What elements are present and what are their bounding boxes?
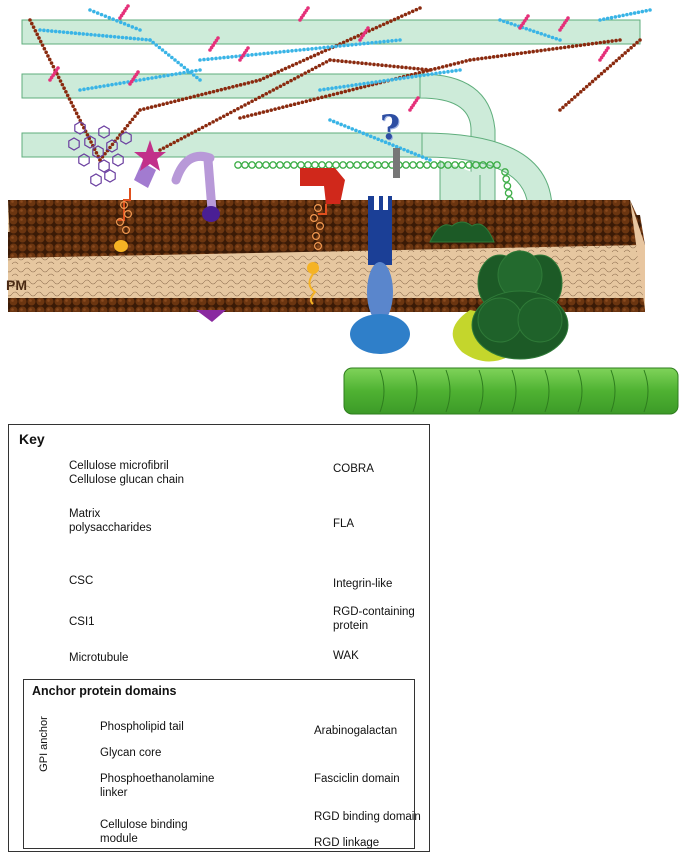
label-phosphoethanolamine-line2: linker: [100, 787, 128, 799]
rgd-containing-protein: [393, 148, 400, 178]
label-arabinogalactan: Arabinogalactan: [314, 725, 398, 737]
csc-partial: [429, 221, 495, 243]
fla-protein: [68, 121, 166, 252]
label-cellulose-binding-line1: Cellulose binding: [100, 819, 188, 831]
label-cellulose-glucan-chain: Cellulose glucan chain: [69, 474, 185, 486]
csc-complex: [471, 250, 569, 360]
label-wak: WAK: [333, 650, 359, 662]
label-fla: FLA: [333, 518, 355, 530]
anchor-domains-title: Anchor protein domains: [32, 684, 177, 698]
label-cellulose-binding-line2: module: [100, 833, 138, 845]
csi1-protein: [452, 310, 520, 362]
microtubule: [343, 367, 679, 415]
label-csi1: CSI1: [69, 616, 95, 628]
integrin-like-protein: [350, 196, 410, 354]
label-microtubule: Microtubule: [69, 652, 129, 664]
label-rgd-protein-line2: protein: [333, 620, 369, 632]
gpi-anchor-label: GPI anchor: [38, 716, 50, 772]
label-cobra: COBRA: [333, 463, 374, 475]
label-phospholipid-tail: Phospholipid tail: [100, 721, 184, 733]
label-matrix-line2: polysaccharides: [69, 522, 152, 534]
key-panel: Key Cellulose microfibril Cellulose gluc…: [8, 424, 430, 852]
label-rgd-binding-domain: RGD binding domain: [314, 811, 421, 823]
plasma-membrane-label: PM: [6, 277, 27, 293]
anchor-domains-panel: Anchor protein domains GPI anchor Phosph…: [23, 679, 421, 849]
key-title: Key: [19, 431, 45, 447]
label-cellulose-microfibril: Cellulose microfibril: [69, 460, 169, 472]
wak-protein: [171, 151, 226, 322]
cobra-protein: [300, 168, 345, 305]
label-integrin-like: Integrin-like: [333, 578, 393, 590]
label-csc: CSC: [69, 575, 94, 587]
unknown-interaction-question-mark: ?: [380, 108, 400, 148]
label-phosphoethanolamine-line1: Phosphoethanolamine: [100, 773, 215, 785]
membrane-anchor-glycans: [115, 201, 325, 251]
label-matrix-line1: Matrix: [69, 508, 101, 520]
label-rgd-linkage: RGD linkage: [314, 837, 380, 849]
label-glycan-core: Glycan core: [100, 747, 162, 759]
label-rgd-protein-line1: RGD-containing: [333, 606, 415, 618]
matrix-polysaccharides: [28, 4, 652, 162]
label-fasciclin-domain: Fasciclin domain: [314, 773, 400, 785]
